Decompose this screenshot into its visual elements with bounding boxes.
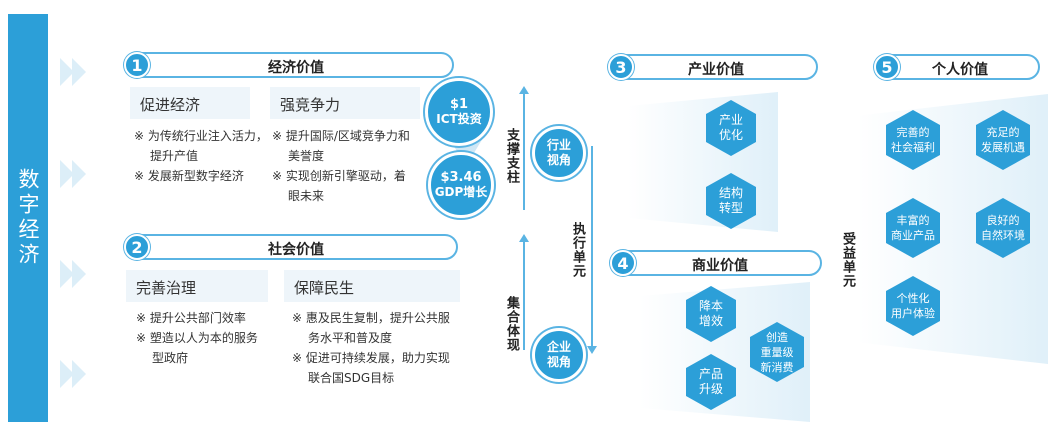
industry-number-badge: 3 xyxy=(608,54,634,80)
bullet-text: 为传统行业注入活力， xyxy=(147,129,268,143)
bullet-text: 联合国SDG目标 xyxy=(308,371,395,385)
chevron-right-icon xyxy=(60,160,74,188)
chevron-right-icon xyxy=(72,160,86,188)
bullet-text: 眼未来 xyxy=(288,189,325,203)
arrow-up-icon xyxy=(519,86,529,94)
econ-bullets-1: ※ 为传统行业注入活力， 提升产值 ※ 发展新型数字经济 xyxy=(134,129,268,183)
chevron-right-icon xyxy=(72,58,86,86)
left-bar-label: 数字经济 xyxy=(16,168,40,268)
chevron-right-icon xyxy=(60,260,74,288)
econ-card-title: 促进经济 xyxy=(130,87,250,119)
business-header: 商业价值 xyxy=(610,250,822,276)
bullet-text: 惠及民生复制，提升公共服 xyxy=(305,311,450,325)
bullet-text: 提升产值 xyxy=(150,149,199,163)
enterprise-view-circle: 企业视角 xyxy=(532,328,586,382)
business-title: 商业价值 xyxy=(692,258,748,274)
ict-investment-circle: $1 ICT投资 xyxy=(425,78,493,146)
left-bar: 数字经济 xyxy=(8,14,48,422)
social-card-title: 保障民生 xyxy=(284,270,460,302)
econ-title: 经济价值 xyxy=(268,60,324,76)
bullet-text: 实现创新引擎驱动，着 xyxy=(285,169,406,183)
business-hex-item: 创造重量级新消费 xyxy=(750,322,804,382)
execute-unit-label: 执行单元 xyxy=(570,222,585,278)
social-title: 社会价值 xyxy=(268,242,324,258)
econ-card-title: 强竞争力 xyxy=(270,87,420,119)
business-number-badge: 4 xyxy=(610,250,636,276)
support-pillar-label: 支撑支柱 xyxy=(504,128,519,184)
econ-header: 经济价值 xyxy=(124,52,454,78)
personal-hex-item: 个性化用户体验 xyxy=(886,276,940,336)
bullet-text: 美誉度 xyxy=(288,149,325,163)
arrow-up-icon xyxy=(519,234,529,242)
econ-bullets-2: ※ 提升国际/区域竞争力和 美誉度 ※ 实现创新引擎驱动，着 眼未来 xyxy=(272,126,422,206)
gdp-growth-circle: $3.46 GDP增长 xyxy=(428,152,494,218)
personal-hex-item: 充足的发展机遇 xyxy=(976,110,1030,170)
industry-header: 产业价值 xyxy=(608,54,818,80)
industry-view-circle: 行业视角 xyxy=(532,126,586,180)
benefit-unit-label: 受益单元 xyxy=(840,232,855,288)
personal-number-badge: 5 xyxy=(874,54,900,80)
up-arrow-line xyxy=(523,92,525,210)
social-number-badge: 2 xyxy=(124,234,150,260)
bullet-text: 提升国际/区域竞争力和 xyxy=(285,129,410,143)
bullet-text: 型政府 xyxy=(152,351,189,365)
bullet-text: 发展新型数字经济 xyxy=(147,169,244,183)
social-bullets-1: ※ 提升公共部门效率 ※ 塑造以人为本的服务 型政府 xyxy=(136,308,276,368)
aggregate-label: 集合体现 xyxy=(504,296,519,352)
arrow-down-icon xyxy=(587,346,597,354)
bullet-text: 务水平和普及度 xyxy=(308,331,393,345)
down-arrow-line xyxy=(591,146,593,348)
bullet-text: 提升公共部门效率 xyxy=(149,311,246,325)
chevron-right-icon xyxy=(60,360,74,388)
personal-title: 个人价值 xyxy=(932,62,988,78)
social-card-title: 完善治理 xyxy=(126,270,268,302)
bullet-text: 塑造以人为本的服务 xyxy=(149,331,258,345)
chevron-right-icon xyxy=(72,360,86,388)
econ-number-badge: 1 xyxy=(124,52,150,78)
industry-title: 产业价值 xyxy=(688,62,744,78)
social-bullets-2: ※ 惠及民生复制，提升公共服 务水平和普及度 ※ 促进可持续发展，助力实现 联合… xyxy=(292,308,462,388)
personal-hex-item: 完善的社会福利 xyxy=(886,110,940,170)
personal-hex-item: 良好的自然环境 xyxy=(976,198,1030,258)
chevron-right-icon xyxy=(72,260,86,288)
chevron-right-icon xyxy=(60,58,74,86)
personal-header: 个人价值 xyxy=(874,54,1040,80)
personal-hex-item: 丰富的商业产品 xyxy=(886,198,940,258)
bullet-text: 促进可持续发展，助力实现 xyxy=(305,351,450,365)
social-header: 社会价值 xyxy=(124,234,458,260)
up-arrow-line xyxy=(523,240,525,350)
